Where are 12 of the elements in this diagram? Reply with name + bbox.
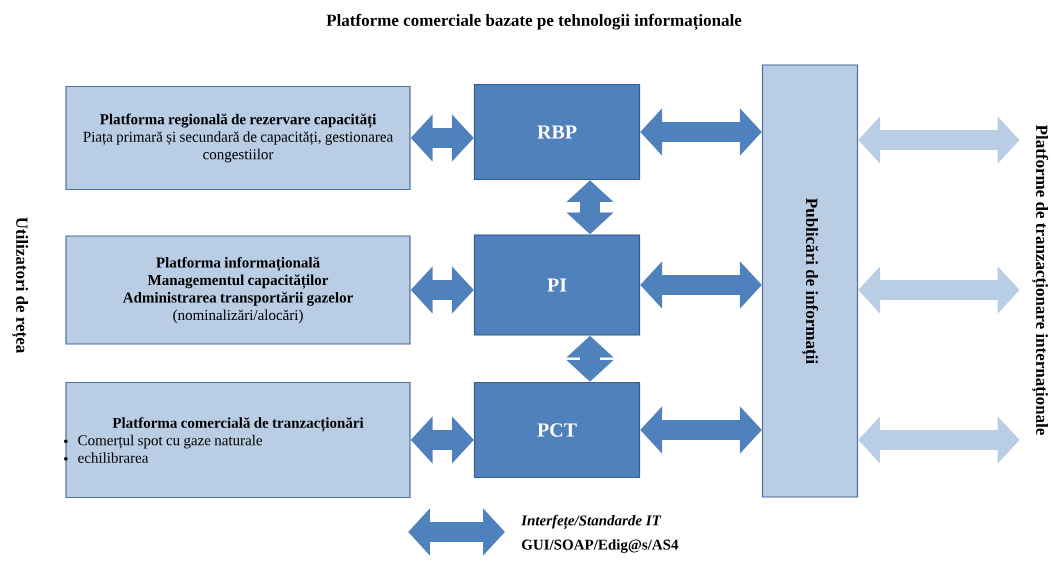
publication-box: Publicări de informații [761,64,859,498]
module-box: PI [473,234,641,336]
platform-box: Platforma comercială de tranzacționări Comerțul spot cu gaze naturale echilibrarea [64,381,411,499]
module-box: RBP [473,83,641,181]
platform-box: Platforma regională de rezervare capacități Piața primară și secundară de capacități, gestionarea congestiilor [65,85,411,191]
platform-box: Platforma informațională Managementul capacităților Administrarea transportării gazelor (nominalizări/alocări) [65,235,411,345]
standards-label: GUI/SOAP/Edig@s/AS4 [521,539,679,553]
side-heading: Utilizatori de rețea [11,217,29,354]
legend-text: Interfețe/Standarde IT [521,514,662,530]
module-box: PCT [473,381,641,479]
diagram-title: Platforme comerciale bazate pe tehnologii informaționale [326,13,742,31]
side-heading: Platforme de tranzacționare internaționale [1031,124,1049,435]
